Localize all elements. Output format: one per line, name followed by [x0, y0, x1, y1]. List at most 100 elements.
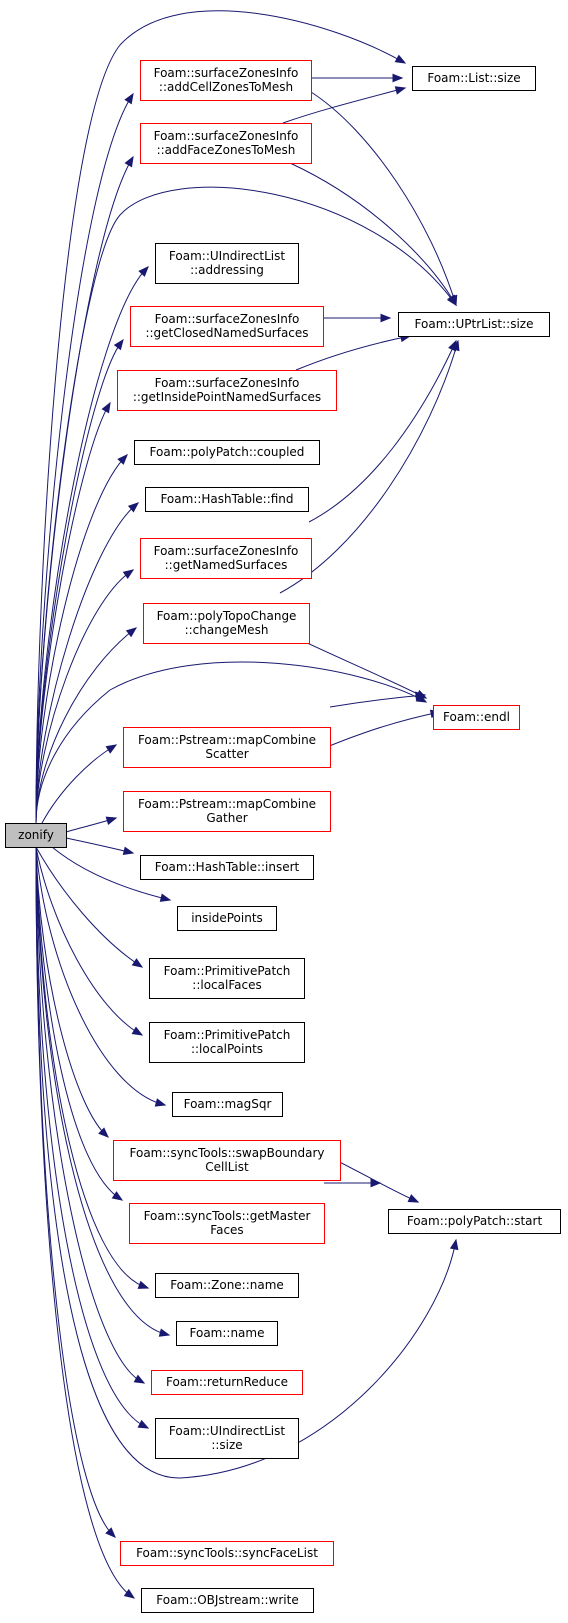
node-uindirect-addressing[interactable]: Foam::UIndirectList::addressing — [155, 243, 299, 284]
edge-zonify-to-localFaces — [35, 846, 144, 968]
node-objstream-write[interactable]: Foam::OBJstream::write — [141, 1588, 314, 1613]
node-label: Foam::List::size — [427, 71, 520, 85]
node-returnReduce[interactable]: Foam::returnReduce — [151, 1370, 303, 1395]
node-label: ::getInsidePointNamedSurfaces — [133, 390, 321, 404]
edge-zonify-to-insidePoints — [51, 846, 172, 902]
node-label: ::addFaceZonesToMesh — [157, 143, 296, 157]
node-label: Foam::syncTools::syncFaceList — [136, 1546, 318, 1560]
node-hashtable-insert[interactable]: Foam::HashTable::insert — [140, 855, 314, 880]
edge-zonify-to-addCellZonesToMesh — [35, 92, 134, 824]
node-uindirect-size[interactable]: Foam::UIndirectList::size — [155, 1418, 299, 1459]
edge-arrowhead — [105, 816, 118, 825]
node-polypatch-coupled[interactable]: Foam::polyPatch::coupled — [134, 440, 320, 465]
edge-zonify-to-polypatch_coupled — [35, 454, 128, 824]
node-endl[interactable]: Foam::endl — [433, 705, 520, 730]
node-getInsidePointNamedSurfaces[interactable]: Foam::surfaceZonesInfo::getInsidePointNa… — [117, 370, 337, 411]
edge-arrowhead — [105, 1527, 116, 1538]
node-box — [177, 906, 277, 931]
node-box — [130, 306, 324, 347]
node-label: Foam::endl — [443, 710, 510, 724]
node-label: Foam::surfaceZonesInfo — [154, 66, 299, 80]
node-label: Foam::surfaceZonesInfo — [154, 129, 299, 143]
edge-zonify-to-magSqr — [35, 846, 167, 1107]
edge-arrowhead — [137, 1280, 150, 1289]
edge-arrowhead — [138, 266, 149, 277]
node-hashtable-find[interactable]: Foam::HashTable::find — [145, 487, 309, 512]
edge-arrowhead — [449, 1238, 459, 1251]
node-magSqr[interactable]: Foam::magSqr — [172, 1092, 283, 1117]
edge-zonify-to-objstream_write — [35, 846, 136, 1599]
node-box — [120, 1541, 334, 1566]
edge-arrowhead — [158, 1328, 171, 1337]
node-box — [176, 1321, 278, 1346]
node-getClosedNamedSurfaces[interactable]: Foam::surfaceZonesInfo::getClosedNamedSu… — [130, 306, 324, 347]
node-addCellZonesToMesh[interactable]: Foam::surfaceZonesInfo::addCellZonesToMe… — [140, 60, 312, 101]
edge-arrowhead — [124, 155, 134, 168]
node-label: Foam::returnReduce — [166, 1375, 288, 1389]
edge-zonify-to-hashtable_insert — [65, 837, 135, 856]
nodes-layer: zonify Foam::surfaceZonesInfo::addCellZon… — [5, 60, 561, 1613]
node-label: Foam::surfaceZonesInfo — [155, 376, 300, 390]
node-label: Gather — [206, 811, 247, 825]
edge-arrowhead — [133, 1374, 146, 1384]
node-zonify[interactable]: zonify — [5, 823, 67, 848]
edge-arrowhead — [122, 846, 135, 856]
node-getNamedSurfaces[interactable]: Foam::surfaceZonesInfo::getNamedSurfaces — [140, 538, 312, 579]
edge-arrowhead — [127, 502, 140, 513]
node-label: Scatter — [205, 747, 248, 761]
node-localFaces[interactable]: Foam::PrimitivePatch::localFaces — [149, 958, 305, 999]
edge-mapCombineScatter-to-endl — [329, 691, 427, 708]
edge-arrowhead — [131, 958, 144, 968]
node-label: ::localPoints — [191, 1042, 263, 1056]
node-list-size[interactable]: Foam::List::size — [412, 66, 536, 91]
node-foam-name[interactable]: Foam::name — [176, 1321, 278, 1346]
node-label: Foam::Pstream::mapCombine — [138, 733, 316, 747]
edge-arrowhead — [113, 338, 124, 351]
node-box — [117, 370, 337, 411]
node-label: Foam::OBJstream::write — [156, 1593, 298, 1607]
edge-addFaceZonesToMesh-to-uptrlist_size — [289, 162, 457, 307]
edge-arrowhead — [415, 691, 427, 701]
edge-arrowhead — [407, 1194, 420, 1203]
node-label: Foam::UPtrList::size — [415, 317, 534, 331]
node-uptrlist-size[interactable]: Foam::UPtrList::size — [398, 312, 550, 337]
edge-zonify-to-hashtable_find — [35, 502, 140, 824]
node-label: Foam::surfaceZonesInfo — [154, 544, 299, 558]
node-label: ::getNamedSurfaces — [165, 558, 288, 572]
node-addFaceZonesToMesh[interactable]: Foam::surfaceZonesInfo::addFaceZonesToMe… — [140, 123, 312, 164]
node-zone-name[interactable]: Foam::Zone::name — [155, 1273, 299, 1298]
node-label: ::addressing — [190, 263, 264, 277]
edge-addFaceZonesToMesh-to-list_size — [282, 86, 407, 124]
node-box — [140, 60, 312, 101]
edge-zonify-to-syncFaceList — [35, 846, 116, 1538]
node-label: Foam::syncTools::getMaster — [144, 1209, 311, 1223]
edge-zonify-to-getInsidePointNamedSurfaces — [35, 401, 111, 824]
node-box — [145, 487, 309, 512]
node-label: CellList — [205, 1160, 249, 1174]
node-localPoints[interactable]: Foam::PrimitivePatch::localPoints — [149, 1022, 305, 1063]
node-polypatch-start[interactable]: Foam::polyPatch::start — [388, 1209, 561, 1234]
node-changeMesh[interactable]: Foam::polyTopoChange::changeMesh — [143, 603, 310, 644]
node-label: Foam::polyPatch::start — [407, 1214, 543, 1228]
node-label: ::changeMesh — [185, 623, 269, 637]
edge-arrowhead — [98, 1127, 109, 1138]
node-label: Foam::UIndirectList — [169, 249, 285, 263]
node-label: Foam::PrimitivePatch — [164, 1028, 291, 1042]
edge-getMasterFaces-to-polypatch_start — [324, 1178, 382, 1188]
node-label: Foam::HashTable::find — [160, 492, 293, 506]
edge-zonify-to-mapCombineGather — [65, 816, 118, 833]
node-box — [149, 1022, 305, 1063]
node-box — [388, 1209, 561, 1234]
node-box — [140, 123, 312, 164]
edge-arrowhead — [124, 92, 134, 105]
edge-arrowhead — [137, 1419, 150, 1429]
edge-arrowhead — [394, 54, 407, 64]
node-syncFaceList[interactable]: Foam::syncTools::syncFaceList — [120, 1541, 334, 1566]
edge-zonify-to-foam_name — [35, 846, 171, 1337]
node-insidePoints[interactable]: insidePoints — [177, 906, 277, 931]
